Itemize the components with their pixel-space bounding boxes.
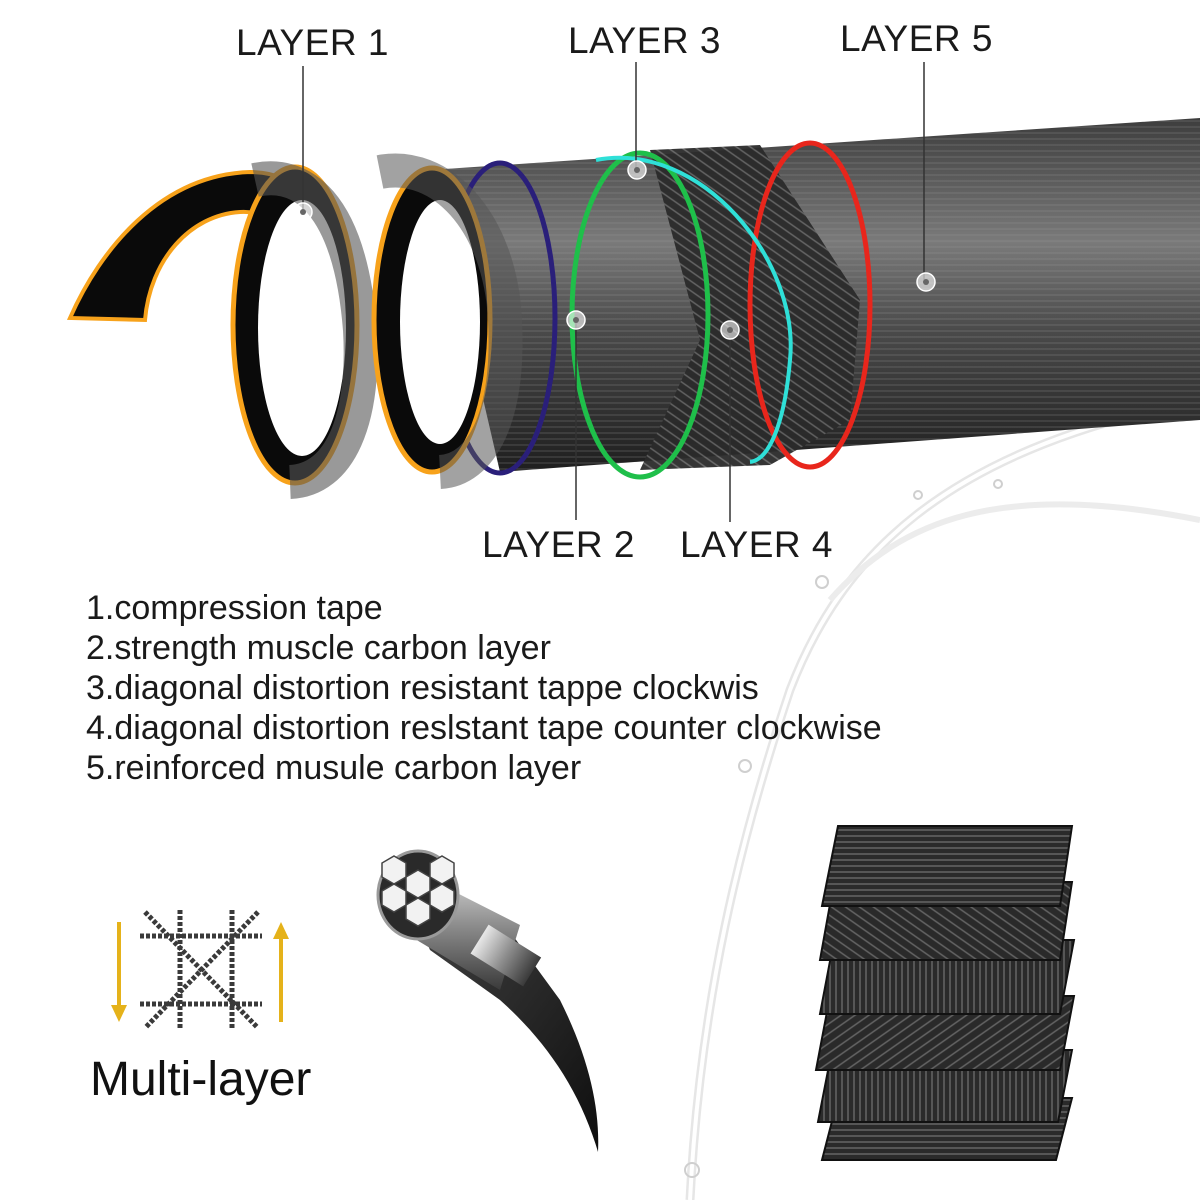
legend-item: 5.reinforced musule carbon layer — [86, 749, 582, 787]
layer2-label: LAYER 2 — [482, 524, 635, 565]
legend-item: 3.diagonal distortion resistant tappe cl… — [86, 669, 759, 707]
target-marker-icon — [566, 310, 586, 330]
layer1-compression-tape — [66, 153, 523, 499]
layer5-ring — [747, 140, 873, 470]
legend-item: 2.strength muscle carbon layer — [86, 629, 551, 667]
carbon-sheet — [820, 825, 1074, 907]
layer4-label: LAYER 4 — [680, 524, 833, 565]
carbon-sheet-stack-icon — [814, 825, 1076, 1161]
layer-legend: 1.compression tape 2.strength muscle car… — [86, 588, 882, 788]
legend-item: 4.diagonal distortion reslstant tape cou… — [86, 709, 882, 747]
multi-layer-label: Multi-layer — [90, 1053, 312, 1106]
rod-cross-section-icon — [376, 849, 599, 1152]
target-marker-icon — [916, 272, 936, 292]
down-arrow-icon — [111, 922, 127, 1022]
fishing-rod-icon — [684, 395, 1200, 1200]
layer1-label: LAYER 1 — [236, 22, 389, 63]
target-marker-icon — [293, 202, 313, 222]
weave-grid-icon — [140, 910, 262, 1030]
callout-leaders — [302, 62, 925, 522]
layer3-ring — [595, 156, 793, 464]
layer3-label: LAYER 3 — [568, 20, 721, 61]
legend-item: 1.compression tape — [86, 589, 383, 627]
layer5-label: LAYER 5 — [840, 18, 993, 59]
target-markers — [293, 160, 936, 340]
target-marker-icon — [627, 160, 647, 180]
up-arrow-icon — [273, 922, 289, 1022]
target-marker-icon — [720, 320, 740, 340]
